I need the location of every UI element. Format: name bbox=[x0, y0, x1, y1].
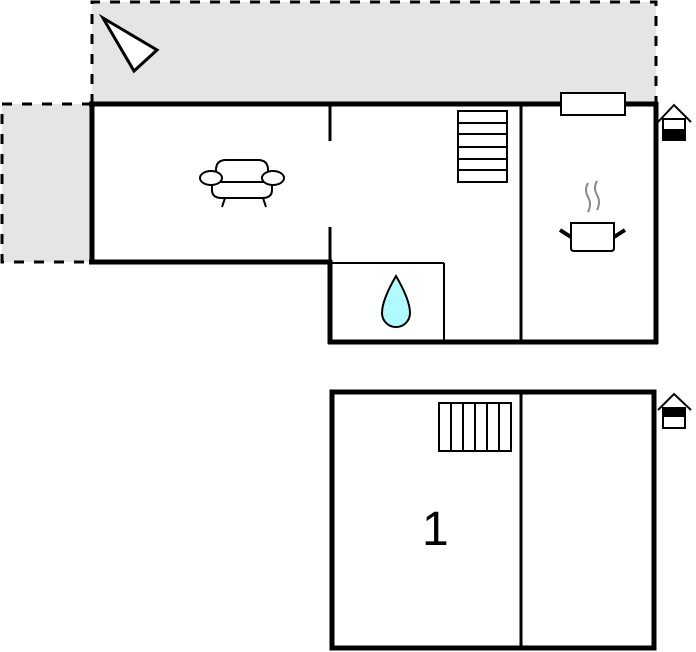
terrace-left bbox=[0, 102, 92, 264]
ground-floor-interior-walls bbox=[328, 104, 523, 342]
house-entrance-icon bbox=[657, 103, 692, 141]
floor-number-label: 1 bbox=[422, 503, 449, 556]
upper-floor-walls bbox=[329, 389, 657, 651]
stairs-icon bbox=[457, 110, 508, 183]
north-arrow-icon bbox=[98, 13, 160, 74]
ground-floor-walls bbox=[89, 101, 659, 345]
terrace-top bbox=[90, 0, 658, 104]
house-entrance-icon-upper bbox=[657, 392, 692, 429]
sofa-icon bbox=[199, 159, 285, 208]
cooking-pot-icon bbox=[558, 180, 627, 252]
window-icon bbox=[560, 92, 626, 116]
stairs-icon-upper bbox=[438, 402, 512, 452]
water-drop-icon bbox=[380, 274, 412, 328]
